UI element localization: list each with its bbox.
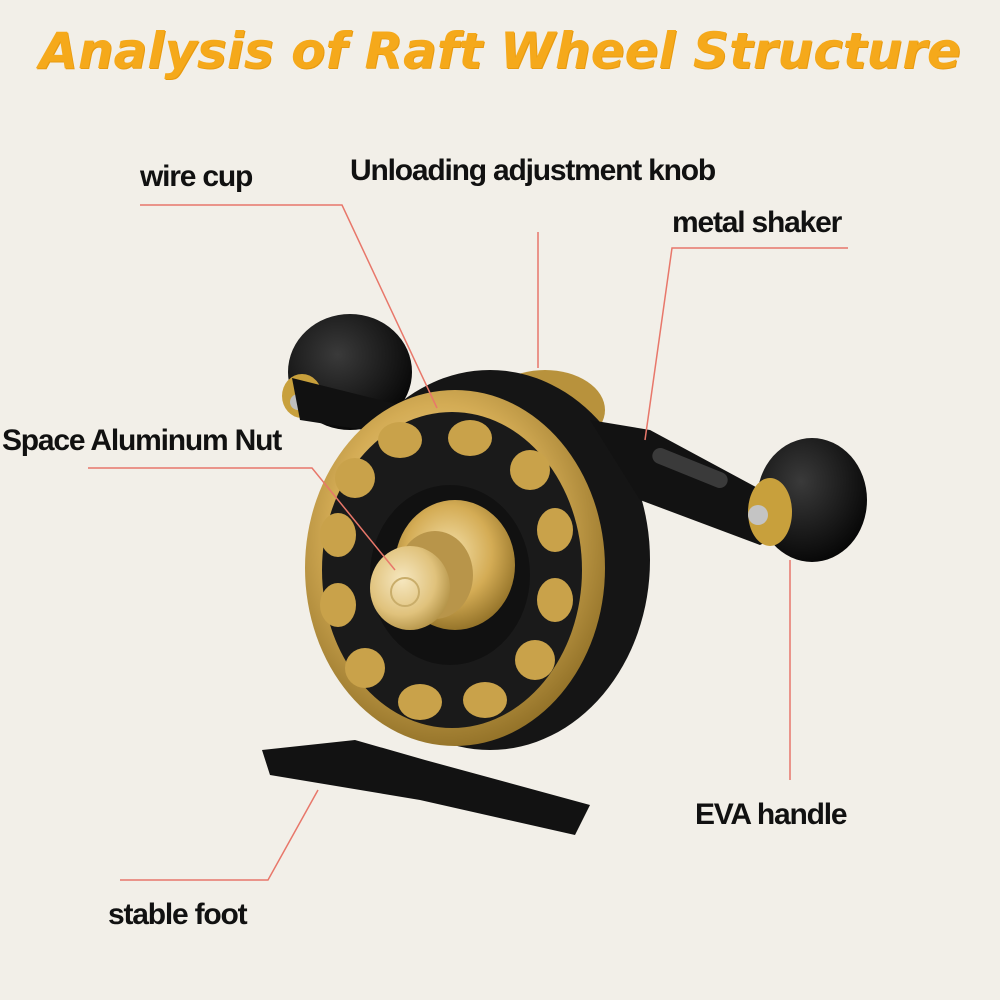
leader-wire-cup (140, 204, 438, 409)
metal-shaker-arm (590, 420, 790, 545)
leader-metal-shaker (644, 247, 848, 441)
leader-lines (88, 204, 848, 881)
label-eva-handle: EVA handle (695, 798, 848, 831)
label-unloading-adjustment-knob: Unloading adjustment knob (350, 154, 716, 187)
stable-foot (262, 740, 590, 835)
diagram-title: Analysis of Raft Wheel Structure (39, 22, 961, 80)
label-wire-cup: wire cup (140, 160, 253, 193)
label-space-aluminum-nut: Space Aluminum Nut (2, 424, 282, 457)
leader-stable-foot (120, 789, 319, 881)
space-aluminum-nut (370, 531, 473, 630)
label-metal-shaker: metal shaker (672, 206, 842, 239)
wire-cup-holes (320, 420, 573, 720)
label-stable-foot: stable foot (108, 898, 248, 931)
leader-space-nut (88, 467, 396, 571)
eva-handle-knob (748, 438, 867, 562)
